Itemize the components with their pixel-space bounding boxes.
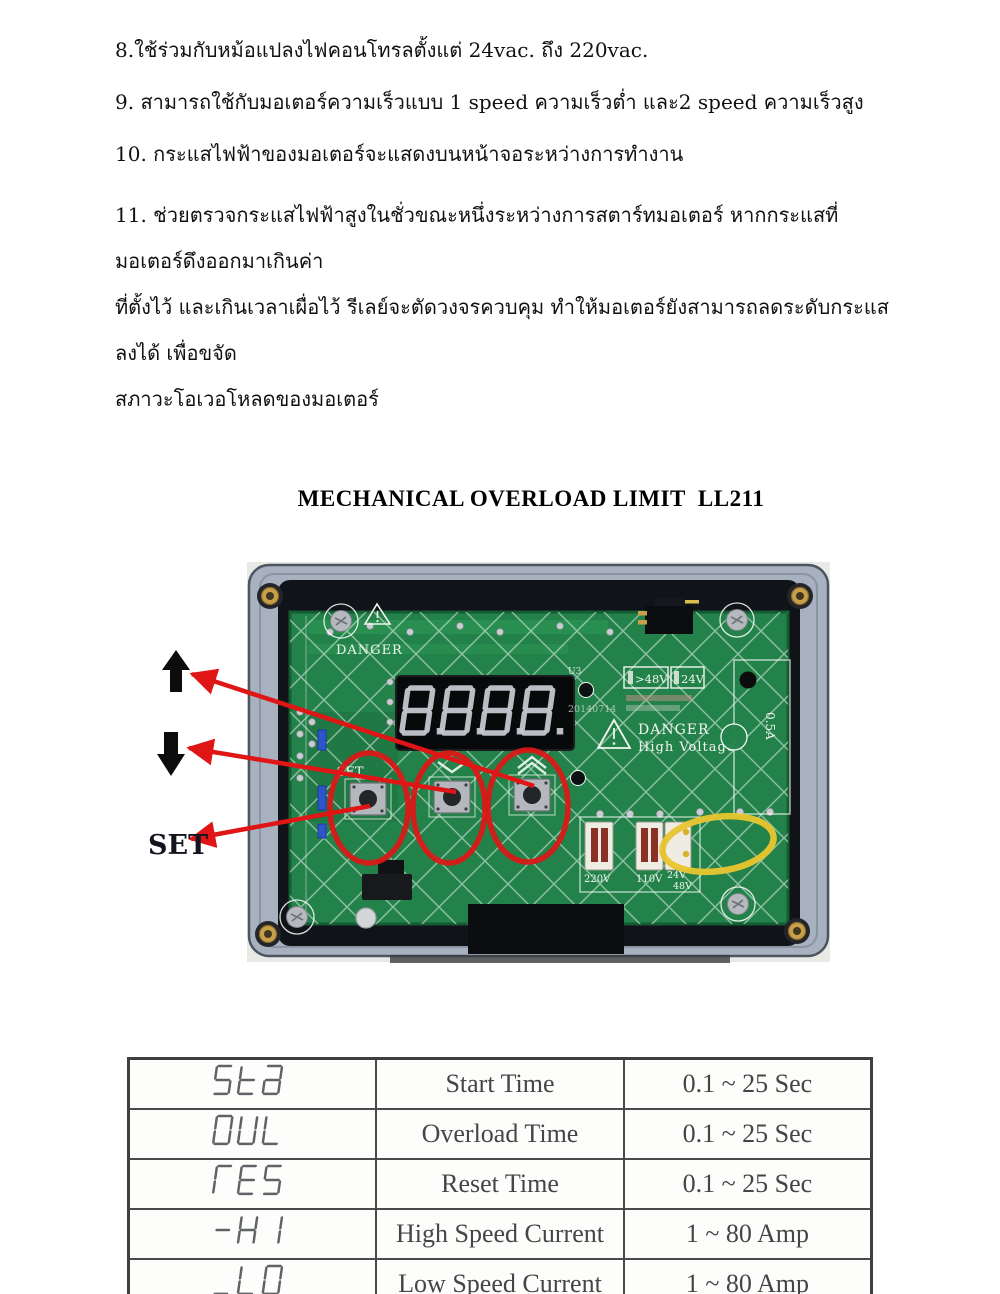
table-row: Overload Time 0.1 ~ 25 Sec xyxy=(127,1108,873,1160)
pcb-screws xyxy=(279,602,756,935)
connector-48v-label: 48V xyxy=(673,881,692,892)
paragraph-11: 11. ช่วยตรวจกระแสไฟฟ้าสูงในชั่วขณะหนึ่งร… xyxy=(115,192,905,422)
red-circle-up-button xyxy=(485,747,571,865)
mounting-hole xyxy=(578,682,594,698)
param-code-hi xyxy=(130,1213,374,1257)
table-row: High Speed Current 1 ~ 80 Amp xyxy=(127,1208,873,1260)
connector-110v-label: 110V xyxy=(636,874,663,885)
case-shadow xyxy=(390,955,730,963)
table-row: Low Speed Current 1 ~ 80 Amp xyxy=(127,1258,873,1294)
param-range-cell: 0.1 ~ 25 Sec xyxy=(622,1108,873,1160)
sevenseg-code-svg xyxy=(213,1264,284,1294)
down-arrow-icon xyxy=(157,732,185,776)
danger-label: DANGER xyxy=(336,643,403,658)
display-digits xyxy=(399,685,564,736)
power-connectors: 220V 110V 24V 48V xyxy=(579,816,701,893)
param-code-cell xyxy=(127,1258,378,1294)
param-range-cell: 1 ~ 80 Amp xyxy=(622,1208,873,1260)
param-code-oul xyxy=(130,1113,374,1157)
up-chevron-silkscreen-icon xyxy=(517,755,547,775)
jumper-block xyxy=(638,598,699,634)
ref-designator-u3: U3 xyxy=(568,667,582,677)
param-name-cell: Start Time xyxy=(375,1057,625,1110)
paragraph-10: 10. กระแสไฟฟ้าของมอเตอร์จะแสดงบนหน้าจอระ… xyxy=(115,142,684,166)
down-button xyxy=(428,776,476,818)
red-circle-down-button xyxy=(410,750,488,866)
param-name-cell: Reset Time xyxy=(375,1158,625,1210)
leader-line-up xyxy=(189,668,535,789)
table-row: Reset Time 0.1 ~ 25 Sec xyxy=(127,1158,873,1210)
relay-cutout xyxy=(468,904,624,954)
param-name-cell: Low Speed Current xyxy=(375,1258,625,1294)
jumper-24v-label: 24V xyxy=(681,672,705,686)
mounting-hole xyxy=(570,770,586,786)
leader-line-set xyxy=(188,803,371,848)
sevenseg-code-svg xyxy=(215,1216,284,1244)
sevenseg-code-svg xyxy=(213,1064,284,1096)
param-range-cell: 0.1 ~ 25 Sec xyxy=(622,1158,873,1210)
param-code-cell xyxy=(127,1108,378,1160)
param-code-cell xyxy=(127,1208,378,1260)
fuse-area: 0.5A xyxy=(720,659,791,815)
hv-danger-label: DANGER xyxy=(638,722,710,738)
paragraph-11-line-3: สภาวะโอเวอโหลดของมอเตอร์ xyxy=(115,387,379,411)
paragraph-11-line-1: 11. ช่วยตรวจกระแสไฟฟ้าสูงในชั่วขณะหนึ่งร… xyxy=(115,203,839,273)
up-arrow-icon xyxy=(162,650,190,692)
annotations: SET xyxy=(148,650,777,876)
enclosure-screw-holes xyxy=(255,583,813,947)
red-circle-set-button xyxy=(327,750,411,866)
connector-24v-label: 24V xyxy=(667,870,686,881)
paragraph-9: 9. สามารถใช้กับมอเตอร์ความเร็วแบบ 1 spee… xyxy=(115,90,864,114)
set-annotation-label: SET xyxy=(148,830,208,861)
param-range-cell: 0.1 ~ 25 Sec xyxy=(622,1057,873,1110)
warning-triangle-icon xyxy=(363,602,392,625)
paragraph-11-line-2: ที่ตั้งไว้ และเกินเวลาเผื่อไว้ รีเลย์จะต… xyxy=(115,295,889,365)
param-range-cell: 1 ~ 80 Amp xyxy=(622,1258,873,1294)
warning-triangle-icon xyxy=(596,718,632,749)
leader-line-down xyxy=(186,738,457,795)
jumper-48v-label: >48V xyxy=(635,672,668,686)
misc-components xyxy=(317,729,412,929)
date-code: 20140714 xyxy=(568,704,616,715)
device-photo: DANGER U3 20140714 >48V xyxy=(247,562,830,963)
up-button xyxy=(508,774,556,816)
jumper-labels: >48V 24V xyxy=(623,666,705,711)
page-title: MECHANICAL OVERLOAD LIMIT LL211 xyxy=(297,486,765,511)
sevenseg-code-svg xyxy=(212,1164,282,1196)
param-code-cell xyxy=(127,1158,378,1210)
connector-220v-label: 220V xyxy=(584,874,611,885)
connector-110v xyxy=(635,821,664,871)
down-chevron-silkscreen-icon xyxy=(437,761,467,774)
connector-220v xyxy=(584,821,614,871)
paragraph-8: 8.ใช้ร่วมกับหม้อแปลงไฟคอนโทรลตั้งแต่ 24v… xyxy=(115,38,649,62)
param-name-cell: Overload Time xyxy=(375,1108,625,1160)
param-code-cell xyxy=(127,1057,378,1110)
yellow-wire-highlight xyxy=(659,812,777,876)
device-figure: DANGER U3 20140714 >48V xyxy=(140,562,835,964)
param-code-lo xyxy=(130,1263,374,1294)
danger-warning-topleft: DANGER xyxy=(336,602,403,658)
param-code-sta xyxy=(130,1063,374,1107)
danger-high-voltage: DANGER High Voltage xyxy=(596,718,736,755)
param-code-res xyxy=(130,1163,374,1207)
set-button xyxy=(344,778,392,820)
fuse-rating-label: 0.5A xyxy=(763,712,777,740)
table-row: Start Time 0.1 ~ 25 Sec xyxy=(127,1057,873,1110)
sevenseg-code-svg xyxy=(212,1114,278,1146)
device-photo-svg: DANGER U3 20140714 >48V xyxy=(148,562,830,963)
hv-high-voltage-label: High Voltage xyxy=(638,740,736,755)
parameter-table: Start Time 0.1 ~ 25 Sec Overload Time 0.… xyxy=(127,1057,873,1294)
seven-segment-display xyxy=(395,675,575,751)
param-name-cell: High Speed Current xyxy=(375,1208,625,1260)
